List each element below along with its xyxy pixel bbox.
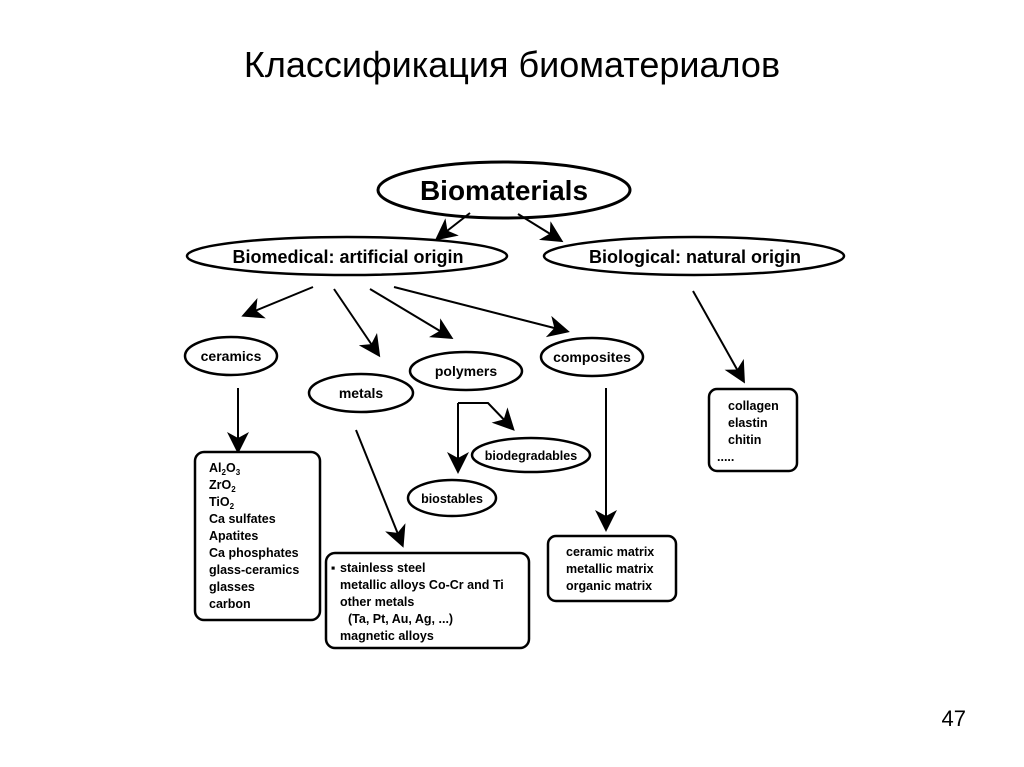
arrow-root-biological [517,213,564,243]
page-number: 47 [941,706,966,731]
metals-list-item: (Ta, Pt, Au, Ag, ...) [348,612,453,626]
ceramics-label: ceramics [201,348,262,364]
metals-list-item: other metals [340,595,414,609]
ceramics-node [183,335,279,377]
biological-node [542,235,846,277]
ceramics-list-item: Apatites [209,529,258,543]
arrow-polymers-biodegradables [458,402,515,431]
metals-list-item: magnetic alloys [340,629,434,643]
tio2-item: TiO2 [209,495,235,511]
ceramics-list-item: glass-ceramics [209,563,299,577]
metals-list-item: metallic alloys Co-Cr and Ti [340,578,504,592]
zro2-item: ZrO2 [209,478,236,494]
metals-list-box [324,551,531,650]
biodegradables-node [470,436,592,474]
natural-list-item: collagen [728,399,779,413]
root-label: Biomaterials [420,175,588,206]
polymers-node [408,350,524,392]
composites-label: composites [553,349,631,365]
ceramics-list-item: glasses [209,580,255,594]
slide-title: Классификация биоматериалов [243,44,781,85]
biostables-node [406,478,498,518]
biodegradables-label: biodegradables [485,449,577,463]
ceramics-list-box [193,450,322,622]
polymers-label: polymers [435,363,497,379]
al2o3-item: Al2O3 [209,461,241,477]
biomedical-label: Biomedical: artificial origin [232,247,463,267]
natural-list-item: ..... [717,450,734,464]
arrow-biological-natural-list [692,290,745,384]
metals-list-item: stainless steel [340,561,425,575]
metals-bullet: ▪ [331,561,335,575]
root-node [376,160,632,220]
arrow-biomedical-composites [393,286,570,338]
metals-node [307,372,415,414]
composites-node [539,336,645,378]
natural-list-item: elastin [728,416,768,430]
arrow-biomedical-ceramics [241,286,314,319]
arrow-biomedical-metals [333,288,381,358]
natural-list-box [707,387,799,473]
natural-list-item: chitin [728,433,761,447]
composites-list-item: organic matrix [566,579,652,593]
composites-list-box [546,534,678,603]
biostables-label: biostables [421,492,483,506]
arrow-root-biomedical [434,212,471,241]
biological-label: Biological: natural origin [589,247,801,267]
ceramics-list-item: Ca phosphates [209,546,299,560]
arrow-metals-list [355,429,406,548]
composites-list-item: ceramic matrix [566,545,654,559]
metals-label: metals [339,385,384,401]
composites-list-item: metallic matrix [566,562,654,576]
arrow-biomedical-polymers [369,288,454,340]
biomedical-node [185,235,509,277]
ceramics-list-item: Ca sulfates [209,512,276,526]
ceramics-list-item: carbon [209,597,251,611]
arrows [227,212,745,548]
